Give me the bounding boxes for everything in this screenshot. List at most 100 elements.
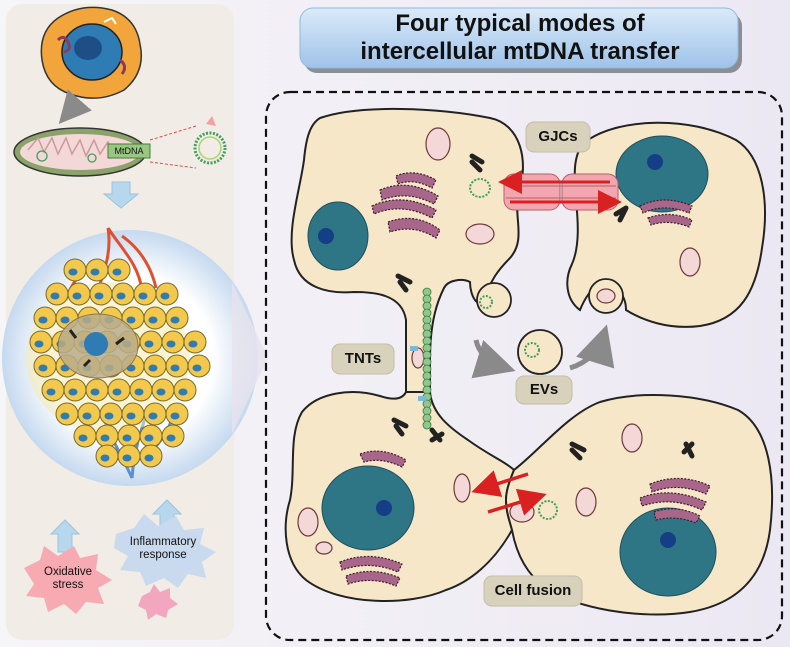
title-line-2: intercellular mtDNA transfer	[360, 38, 680, 65]
budding-vesicle	[476, 282, 512, 318]
granulosa-cell	[173, 378, 197, 402]
granulosa-cell	[139, 330, 163, 354]
mito-2	[465, 223, 495, 245]
granulosa-cell	[187, 354, 211, 378]
nucleus-top-right	[615, 135, 709, 213]
tnt-cargo	[410, 346, 426, 401]
dashed-frame	[264, 90, 784, 642]
granulosa-cell	[143, 402, 167, 426]
mtdna-ring-2	[479, 295, 493, 309]
inflammatory-burst	[114, 514, 216, 588]
granulosa-cell	[111, 282, 135, 306]
nucleus-bottom-right	[619, 507, 717, 597]
zoom-wedge	[232, 282, 268, 434]
ev-arrow-uptake	[569, 324, 615, 371]
granulosa-cell	[63, 378, 87, 402]
protein-mark-4	[391, 417, 409, 437]
granulosa-cell	[139, 424, 163, 448]
granulosa-cell	[133, 282, 157, 306]
cell-top-left	[290, 107, 524, 393]
mito-7	[315, 541, 333, 555]
oxidative-stress-burst	[24, 546, 112, 614]
mtdna-ring-3	[524, 342, 540, 358]
nucleus-bottom-left	[321, 465, 415, 551]
granulosa-cell	[29, 330, 53, 354]
granulosa-cell	[129, 378, 153, 402]
tnt-actin-filament	[422, 287, 432, 430]
down-arrow	[102, 181, 140, 209]
protein-mark-6	[569, 441, 587, 461]
granulosa-cell	[165, 306, 189, 330]
granulosa-cell	[139, 444, 163, 468]
granulosa-cell	[143, 354, 167, 378]
mitochondrion-large	[13, 127, 147, 177]
evs-label: EVs	[529, 381, 559, 399]
granulosa-cell	[161, 330, 185, 354]
mito-3	[679, 247, 701, 277]
tnts-label: TNTs	[344, 350, 382, 368]
title-box	[299, 7, 739, 69]
granulosa-cell	[45, 282, 69, 306]
granulosa-cell	[183, 330, 207, 354]
granulosa-cell	[85, 258, 109, 282]
golgi-top-left	[371, 172, 441, 239]
mito-10	[575, 487, 597, 517]
mtdna-tag	[107, 143, 151, 159]
granulosa-cell	[41, 378, 65, 402]
granulosa-cell	[95, 444, 119, 468]
granulosa-cell	[165, 354, 189, 378]
mito-6	[297, 507, 319, 537]
gjcs-label: GJCs	[538, 128, 578, 146]
protein-mark-5	[429, 427, 445, 443]
granulosa-cell	[117, 444, 141, 468]
golgi-bottom-right	[639, 477, 711, 524]
protein-mark-7	[681, 441, 695, 459]
mito-8	[453, 473, 471, 503]
zoom-line-bottom	[149, 161, 197, 169]
mtdna-label: MtDNA	[114, 146, 144, 156]
ev-arrow-release	[471, 339, 516, 379]
fusion-arrow-right	[487, 488, 547, 516]
cell-fusion-box	[483, 575, 583, 607]
golgi-bottom-left	[339, 450, 407, 587]
granulosa-cell	[161, 424, 185, 448]
cell-to-mito-arrow	[58, 89, 92, 125]
mito-1	[425, 127, 451, 161]
small-burst	[138, 584, 178, 620]
granulosa-cell	[121, 402, 145, 426]
tnts-box	[331, 343, 395, 375]
granulosa-cell	[107, 378, 131, 402]
granulosa-cell	[89, 282, 113, 306]
granulosa-cell	[33, 354, 57, 378]
granulosa-cell	[117, 424, 141, 448]
granulosa-cell	[33, 306, 57, 330]
granulosa-cell	[85, 378, 109, 402]
extracellular-vesicle	[517, 329, 563, 375]
granulosa-cell	[73, 424, 97, 448]
figure-title: Four typical modes of intercellular mtDN…	[300, 7, 740, 69]
source-cell	[40, 6, 142, 99]
inflammatory-response-label: Inflammatory response	[129, 536, 197, 562]
oocyte	[57, 313, 139, 379]
granulosa-cell	[55, 402, 79, 426]
granulosa-cell	[143, 306, 167, 330]
granulosa-cell	[155, 282, 179, 306]
title-line-1: Four typical modes of	[395, 10, 645, 38]
protein-mark-2	[395, 273, 413, 293]
granulosa-cell	[165, 402, 189, 426]
granulosa-cell	[77, 402, 101, 426]
mtdna-ring-1	[469, 178, 491, 198]
oxidative-stress-label: Oxidative stress	[44, 566, 92, 592]
mito-9	[621, 423, 643, 453]
granulosa-cell	[151, 378, 175, 402]
granulosa-cell	[95, 424, 119, 448]
evs-box	[515, 375, 573, 405]
cell-fusion-label: Cell fusion	[494, 582, 572, 600]
mtdna-ring-icon	[193, 116, 227, 165]
zoom-line-top	[149, 125, 197, 141]
protein-mark-1	[469, 153, 485, 173]
golgi-top-right	[639, 199, 693, 228]
granulosa-cell	[107, 258, 131, 282]
nucleus-top-left	[307, 201, 369, 271]
